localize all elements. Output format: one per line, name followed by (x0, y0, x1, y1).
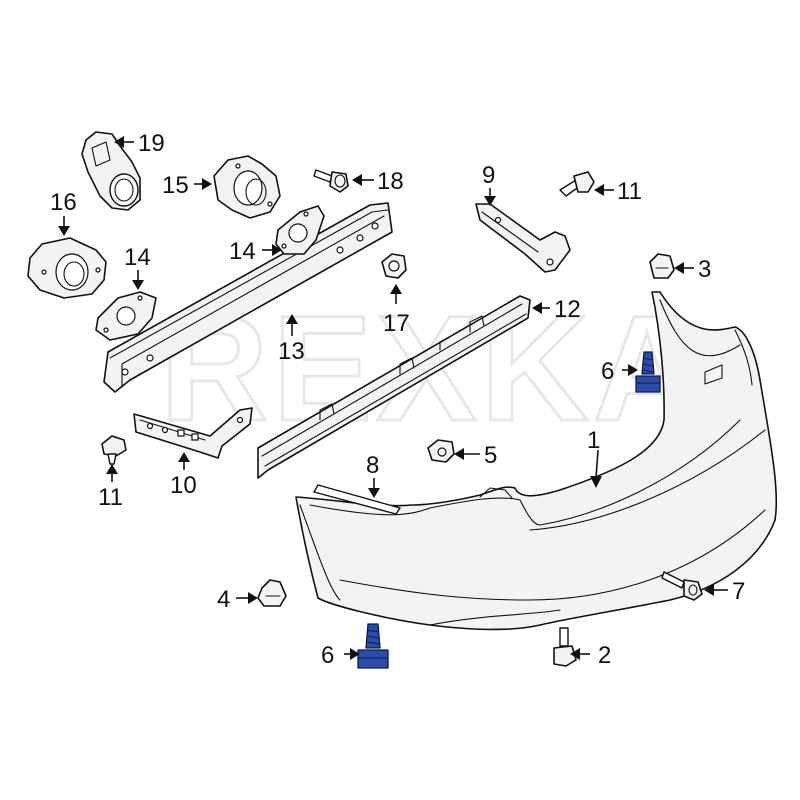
bumper-cover[interactable] (295, 291, 778, 631)
sensor-bracket-lower[interactable] (95, 291, 157, 341)
molding-strip[interactable] (313, 484, 401, 515)
sensor-retainer[interactable] (213, 155, 281, 219)
callout-2: 2 (598, 642, 611, 669)
screw-6-lower-highlighted[interactable] (357, 623, 389, 669)
bolt-7[interactable] (661, 571, 703, 601)
callout-3: 3 (698, 256, 711, 283)
callout-8: 8 (366, 452, 379, 479)
callout-10: 10 (170, 472, 197, 499)
clip-screw-11-upper[interactable] (559, 171, 595, 197)
push-nut-4[interactable] (257, 579, 287, 607)
callout-16: 16 (50, 189, 77, 216)
bolt-18[interactable] (313, 169, 349, 193)
callout-5: 5 (484, 442, 497, 469)
callout-6-upper: 6 (601, 358, 614, 385)
left-bracket[interactable] (133, 407, 253, 459)
callout-7: 7 (732, 578, 745, 605)
callout-15: 15 (162, 172, 189, 199)
callout-11-lower: 11 (98, 484, 123, 511)
callout-14-lower: 14 (124, 244, 151, 271)
nut-17[interactable] (381, 253, 407, 279)
sensor-bracket-upper[interactable] (275, 205, 325, 255)
callout-17: 17 (383, 310, 410, 337)
callout-13: 13 (278, 338, 305, 365)
energy-absorber[interactable] (257, 295, 531, 479)
callout-11-upper: 11 (617, 178, 642, 205)
parking-sensor[interactable] (81, 131, 141, 211)
callout-4: 4 (217, 586, 230, 613)
push-nut-3[interactable] (649, 253, 675, 279)
callout-14-upper: 14 (229, 238, 256, 265)
sensor-holder[interactable] (27, 237, 107, 299)
clip-screw-11-lower[interactable] (101, 435, 127, 465)
callout-12: 12 (554, 296, 581, 323)
callout-18: 18 (377, 168, 404, 195)
right-bracket[interactable] (475, 203, 571, 273)
callout-labels: 1 2 3 4 5 6 6 7 8 9 10 11 11 12 13 14 14… (50, 130, 745, 669)
screw-6-upper-highlighted[interactable] (635, 351, 661, 393)
callout-9: 9 (482, 162, 495, 189)
callout-1: 1 (587, 427, 600, 454)
leader-lines (58, 136, 728, 660)
callout-19: 19 (138, 130, 165, 157)
bolt-2[interactable] (553, 627, 577, 667)
callout-6-lower: 6 (321, 642, 334, 669)
impact-bar-reinforcement[interactable] (103, 202, 393, 393)
